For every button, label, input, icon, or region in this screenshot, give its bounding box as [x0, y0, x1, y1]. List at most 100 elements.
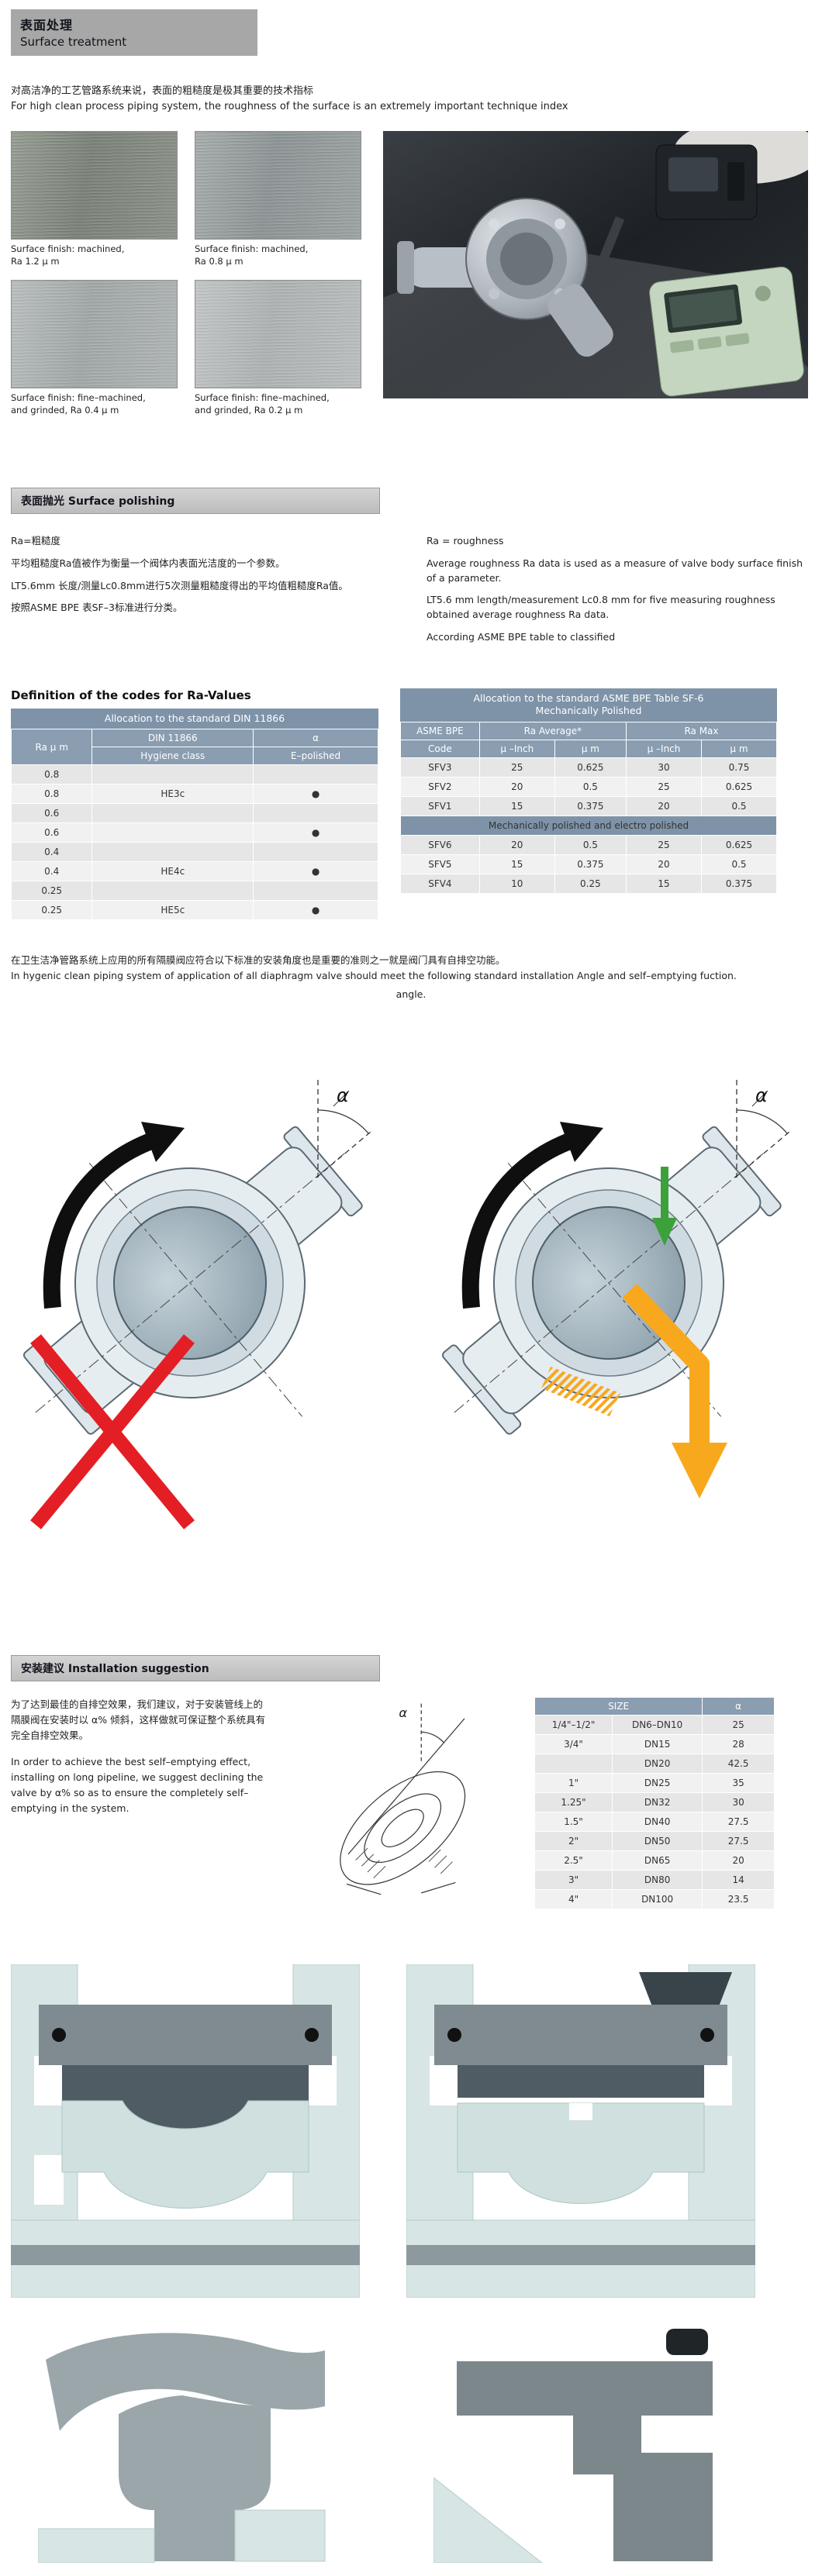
page-title-zh: 表面处理 — [20, 18, 74, 33]
table-cell: 3/4" — [535, 1735, 613, 1754]
seal-system-diagrams — [10, 1964, 822, 2564]
col-header: Ra μ m — [12, 729, 92, 765]
col-header: DIN 11866 — [92, 729, 254, 747]
col-header: Code — [401, 740, 479, 758]
table-cell: 0.625 — [554, 758, 626, 778]
table-cell: DN80 — [613, 1871, 703, 1890]
col-header: μ m — [554, 740, 626, 758]
asme-table-block: Allocation to the standard ASME BPE Tabl… — [400, 688, 777, 895]
table-cell: 3" — [535, 1871, 613, 1890]
handheld-roughness-meter — [649, 267, 804, 397]
surface-texture-image — [11, 280, 178, 389]
suggestion-text-en: In order to achieve the best self–emptyi… — [11, 1756, 264, 1815]
table-cell: 42.5 — [703, 1754, 774, 1774]
installation-suggestion-row: 为了达到最佳的自排空效果，我们建议，对于安装管线上的隔膜阀在安装时以 α% 倾斜… — [11, 1697, 811, 1929]
col-header: μ m — [701, 740, 776, 758]
table-cell: 0.375 — [701, 874, 776, 894]
table-cell — [254, 881, 378, 901]
table-cell: 35 — [703, 1774, 774, 1793]
table-row: Code μ –Inch μ m μ –Inch μ m — [401, 740, 776, 758]
valve-diagram-correct: α — [441, 1080, 790, 1499]
table-row: 0.8 — [12, 765, 378, 785]
installation-note: 在卫生洁净管路系统上应用的所有隔膜阀应符合以下标准的安装角度也是重要的准则之一就… — [11, 953, 811, 984]
seal-section-donjoy — [10, 1964, 361, 2298]
table-cell: 0.375 — [554, 797, 626, 816]
table-cell: 14 — [703, 1871, 774, 1890]
table-row: 0.4 — [12, 843, 378, 862]
suggestion-text-zh: 为了达到最佳的自排空效果，我们建议，对于安装管线上的隔膜阀在安装时以 α% 倾斜… — [11, 1698, 266, 1742]
green-flow-arrow-icon — [652, 1167, 677, 1247]
suggestion-text: 为了达到最佳的自排空效果，我们建议，对于安装管线上的隔膜阀在安装时以 α% 倾斜… — [11, 1697, 267, 1816]
table-cell: HE5c — [92, 901, 254, 920]
sample-caption: Surface finish: fine–machined,and grinde… — [195, 392, 330, 416]
intro-text-en: For high clean process piping system, th… — [11, 100, 568, 112]
table-cell: 28 — [703, 1735, 774, 1754]
col-header: α — [703, 1698, 774, 1716]
plane-reference-line — [316, 1131, 371, 1178]
polishing-text: Ra=粗糙度 平均粗糙度Ra值被作为衡量一个阀体内表面光洁度的一个参数。 LT5… — [11, 534, 811, 653]
table-cell: SFV5 — [401, 855, 479, 874]
table-cell: 4" — [535, 1890, 613, 1909]
red-x-mark — [30, 1334, 195, 1530]
din-table-title: Definition of the codes for Ra-Values — [11, 688, 251, 702]
table-row: Mechanically polished and electro polish… — [401, 816, 776, 836]
rotation-arrow-icon — [461, 1134, 572, 1309]
table-cell — [254, 804, 378, 823]
din-table-header-bar: Allocation to the standard DIN 11866 — [11, 708, 378, 729]
table-cell: 0.5 — [554, 778, 626, 797]
table-cell — [92, 765, 254, 785]
table-cell: ● — [254, 823, 378, 843]
alpha-angle-label: α — [399, 1705, 407, 1720]
table-cell: DN6–DN10 — [613, 1716, 703, 1735]
table-cell: 25 — [626, 836, 701, 855]
table-cell: 15 — [626, 874, 701, 894]
angle-arc — [317, 1109, 369, 1134]
surface-sample-grid: Surface finish: machined,Ra 1.2 μ m Surf… — [11, 131, 361, 416]
sample-caption: Surface finish: fine–machined,and grinde… — [11, 392, 146, 416]
valve-installation-sketch: α — [340, 1704, 466, 1895]
roughness-measurement-photo — [383, 131, 808, 398]
alpha-angle-label: α — [755, 1085, 768, 1106]
surface-texture-image — [195, 280, 361, 389]
table-cell: 0.5 — [701, 855, 776, 874]
table-cell: 0.25 — [12, 901, 92, 920]
sample-caption: Surface finish: machined,Ra 0.8 μ m — [195, 243, 309, 267]
table-cell: 15 — [479, 855, 554, 874]
drain-arrow-icon — [622, 1284, 727, 1499]
table-cell: 0.625 — [701, 778, 776, 797]
col-header: Ra Average* — [479, 722, 626, 740]
seal-detail-donjoy — [38, 2315, 333, 2564]
polishing-text-en: Ra = roughness Average roughness Ra data… — [427, 535, 803, 643]
table-cell: 27.5 — [703, 1812, 774, 1832]
seal-column-donjoy — [10, 1964, 361, 2564]
page-title-en: Surface treatment — [20, 35, 127, 49]
col-header: SIZE — [535, 1698, 703, 1716]
table-cell: 0.4 — [12, 843, 92, 862]
table-cell — [254, 765, 378, 785]
table-cell: 20 — [479, 836, 554, 855]
col-header: Hygiene class — [92, 747, 254, 765]
surface-sample-4: Surface finish: fine–machined,and grinde… — [195, 280, 361, 416]
din-table-block: Definition of the codes for Ra-Values Al… — [11, 688, 378, 921]
table-cell: SFV2 — [401, 778, 479, 797]
table-cell: 20 — [479, 778, 554, 797]
angle-label: angle. — [395, 988, 427, 1001]
table-cell: 0.5 — [554, 836, 626, 855]
col-header: μ –Inch — [626, 740, 701, 758]
table-cell: 0.25 — [554, 874, 626, 894]
table-cell: 27.5 — [703, 1832, 774, 1851]
table-cell: 25 — [703, 1716, 774, 1735]
table-cell: 0.75 — [701, 758, 776, 778]
table-cell: 0.8 — [12, 785, 92, 804]
table-cell: 20 — [626, 855, 701, 874]
table-cell: 30 — [626, 758, 701, 778]
